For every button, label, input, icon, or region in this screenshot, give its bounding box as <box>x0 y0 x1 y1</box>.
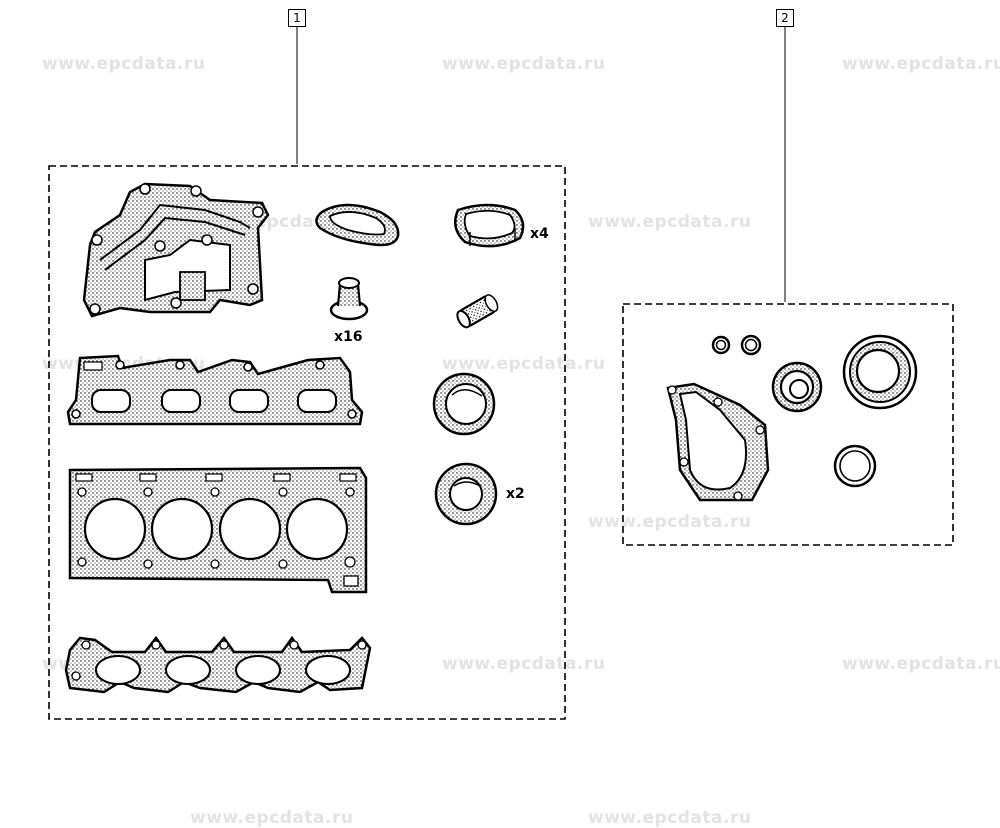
shaft-seal-icon <box>771 361 823 413</box>
intake-manifold-gasket-icon <box>66 354 364 426</box>
cylinder-head-gasket-icon <box>68 466 368 594</box>
oval-gasket-icon <box>315 203 400 247</box>
water-pump-gasket-icon <box>666 382 770 502</box>
crank-seal-icon <box>842 334 918 410</box>
qty-label-valve-stem-seal: x16 <box>334 329 363 345</box>
intake-seal-icon <box>453 203 525 248</box>
exhaust-manifold-gasket-icon <box>64 635 372 694</box>
watermark: www.epcdata.ru <box>442 54 606 74</box>
watermark: www.epcdata.ru <box>842 654 1000 674</box>
o-ring-small-icon <box>711 335 731 355</box>
oil-seal-icon <box>432 372 496 436</box>
watermark: www.epcdata.ru <box>42 54 206 74</box>
qty-label-intake-seal: x4 <box>530 226 549 242</box>
kit-box-1 <box>48 165 566 720</box>
watermark: www.epcdata.ru <box>842 54 1000 74</box>
callout-2[interactable]: 2 <box>776 9 794 27</box>
o-ring-large-icon <box>833 444 877 488</box>
callout-1[interactable]: 1 <box>288 9 306 27</box>
kit-box-2 <box>622 303 954 546</box>
o-ring-small-icon <box>740 334 762 356</box>
tube-seal-icon <box>456 294 499 329</box>
oil-seal-x2-icon <box>434 462 498 526</box>
watermark: www.epcdata.ru <box>588 212 752 232</box>
qty-label-oil-seal: x2 <box>506 486 525 502</box>
valve-cover-gasket-icon <box>82 182 270 318</box>
watermark: www.epcdata.ru <box>588 512 752 532</box>
valve-stem-seal-icon <box>329 277 369 321</box>
